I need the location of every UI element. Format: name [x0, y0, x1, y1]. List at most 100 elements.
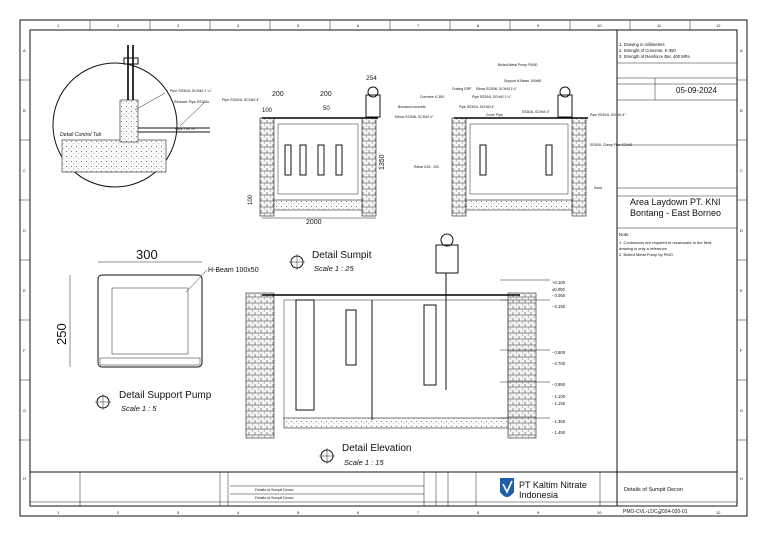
callout: Elbow SS304L SCH40 4"	[395, 115, 434, 119]
callout: Pipe SS304L SCH40 4"	[590, 113, 626, 117]
level-label: - 0.950	[552, 382, 566, 387]
row-markers: A B C D E F G H A B C D E F G H	[20, 48, 747, 481]
dim-label: 300	[136, 247, 158, 262]
col-label: 9	[537, 510, 540, 515]
level-label: - 1.150	[552, 401, 566, 406]
general-note: 1. Drawing in millimetres	[619, 42, 665, 47]
row-label: C	[23, 168, 26, 173]
dim-label: 1350	[379, 154, 386, 170]
row-label: E	[23, 288, 26, 293]
level-label: - 0.600	[552, 350, 566, 355]
row-label: G	[23, 408, 26, 413]
note-line: 1. Contractors are required to recalcula…	[619, 240, 712, 245]
level-label: - 0.150	[552, 304, 566, 309]
callout: Grating GRP	[452, 87, 472, 91]
note-title: Note :	[619, 232, 631, 237]
revision-entry: Details of Sumpit Decon	[255, 496, 294, 500]
elevation-scale: Scale 1 : 15	[344, 458, 384, 467]
elevation-title: Detail Elevation	[342, 443, 411, 454]
callout: Pipe SS304L SCH40 1 ¼"	[170, 89, 212, 93]
level-label: - 1.100	[552, 394, 566, 399]
callout: Cover Pipe	[486, 113, 503, 117]
callout: Rebar D16 - 200	[414, 165, 439, 169]
col-label: 5	[297, 510, 300, 515]
row-label: H	[23, 476, 26, 481]
col-label: 3	[177, 23, 180, 28]
company-name: Indonesia	[519, 490, 558, 500]
col-label: 1	[57, 23, 60, 28]
callout: H-Beam 100x50	[208, 267, 259, 274]
control-tub-label: Detail Control Tub	[60, 132, 102, 138]
col-label: 2	[117, 23, 120, 28]
callout: Concrete K-350	[420, 95, 444, 99]
level-label: ±0.000	[552, 287, 565, 292]
general-note: 3. Strength of Reinforce Bar, 400 MPa	[619, 54, 690, 59]
col-label: 4	[237, 510, 240, 515]
callout: Elbow SS304L SCH40 1¼"	[476, 87, 518, 91]
row-label: A	[740, 48, 743, 53]
dim-label: 100	[248, 194, 254, 205]
col-label: 10	[597, 23, 602, 28]
row-label: C	[740, 168, 743, 173]
detail-elevation: +0.100 ±0.000 - 0.050 - 0.150 - 0.600 - …	[245, 233, 566, 467]
col-label: 12	[716, 23, 721, 28]
outer-border	[19, 19, 748, 517]
col-label: 12	[716, 510, 721, 515]
row-label: G	[740, 408, 743, 413]
col-label: 11	[657, 23, 662, 28]
row-label: D	[740, 228, 743, 233]
inner-border	[29, 29, 738, 507]
level-label: - 0.050	[552, 293, 566, 298]
level-label: - 1.350	[552, 419, 566, 424]
dim-label: 250	[54, 323, 69, 345]
revision-entry: Details of Sumpit Decon	[255, 488, 294, 492]
col-label: 9	[537, 23, 540, 28]
detail-control-tub: Detail Control Tub Pipe SS304L SCH40 1 ¼…	[52, 45, 260, 188]
col-label: 8	[477, 23, 480, 28]
row-label: B	[23, 108, 26, 113]
col-label: 6	[357, 23, 360, 28]
row-label: B	[740, 108, 743, 113]
col-label: 8	[477, 510, 480, 515]
row-label: F	[740, 348, 743, 353]
col-label: 1	[57, 510, 60, 515]
company-name: PT Kaltim Nitrate	[519, 480, 587, 490]
column-markers: 1 2 3 4 5 6 7 8 9 10 11 12 1 2 3 4 5 6 7…	[57, 20, 721, 515]
col-label: 10	[597, 510, 602, 515]
col-label: 6	[357, 510, 360, 515]
drawing-date: 05-09-2024	[676, 86, 717, 95]
company-logo-icon	[500, 478, 514, 497]
col-label: 5	[297, 23, 300, 28]
drawing-number: PMO-CVL-LDC-2024-020-01	[623, 509, 688, 515]
callout: Sand	[594, 186, 602, 190]
callout: SS304L Clamp Pipe SCH40	[590, 143, 632, 147]
col-label: 4	[237, 23, 240, 28]
dim-label: 100	[262, 108, 273, 114]
row-label: H	[740, 476, 743, 481]
callout: Pipe SS304L SCH40 4"	[459, 105, 495, 109]
project-location: Bontang - East Borneo	[630, 208, 721, 218]
row-label: A	[23, 48, 26, 53]
callout: Reducer Pipe SS304L	[174, 100, 210, 104]
callout: Pipe SS304L SCH40 4"	[222, 98, 260, 102]
callout: Bondand concrete	[398, 105, 426, 109]
note-line: 2. Bolted Metal Pump by PMO	[619, 252, 673, 257]
level-label: +0.100	[552, 280, 566, 285]
col-label: 7	[417, 23, 420, 28]
callout: Slope 1 cm / m	[175, 127, 196, 131]
general-note: 2. Strenght of Concrete, K-350	[619, 48, 676, 53]
row-label: F	[23, 348, 26, 353]
support-pump-title: Detail Support Pump	[119, 390, 212, 401]
dim-label: 2000	[306, 219, 322, 226]
level-label: - 1.450	[552, 430, 566, 435]
detail-sumpit-scale: Scale 1 : 25	[314, 264, 354, 273]
detail-sumpit: 200 200 254 50 100 1350 100 2000 Rebar D…	[248, 63, 632, 273]
dim-label: 200	[272, 91, 284, 98]
note-line: drawing is only a reference	[619, 246, 668, 251]
col-label: 7	[417, 510, 420, 515]
row-label: E	[740, 288, 743, 293]
callout: Bolted Metal Pump P5430	[498, 63, 538, 67]
col-label: 3	[177, 510, 180, 515]
